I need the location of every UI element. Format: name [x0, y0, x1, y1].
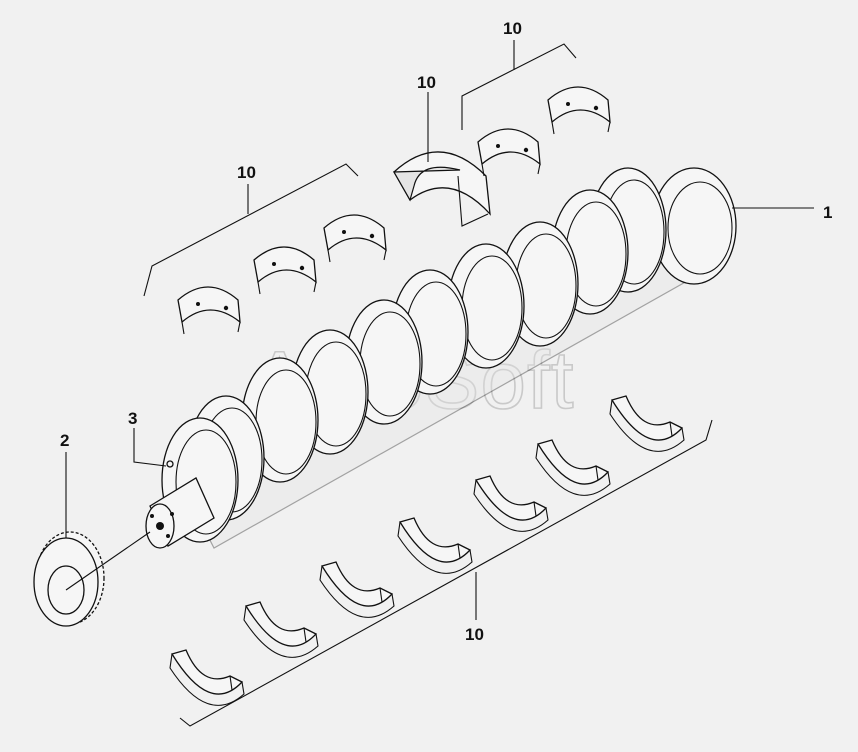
callout-3: 3 — [128, 409, 137, 428]
callout-10-bottom: 10 — [465, 625, 484, 644]
callout-10-top-mid: 10 — [417, 73, 436, 92]
callout-10-upper-left: 10 — [237, 163, 256, 182]
crankshaft-icon — [145, 167, 737, 549]
gear-axis-line — [65, 531, 151, 591]
callout-10-top-right: 10 — [503, 19, 522, 38]
bearing-shell-icon — [177, 214, 387, 335]
timing-gear-icon — [33, 531, 105, 627]
callout-1: 1 — [823, 203, 832, 222]
bearing-shell-icon — [477, 86, 611, 177]
callout-2: 2 — [60, 431, 69, 450]
bearing-shell-icon — [392, 151, 491, 227]
dowel-pin-icon — [166, 460, 174, 468]
leader-lines — [65, 40, 814, 727]
